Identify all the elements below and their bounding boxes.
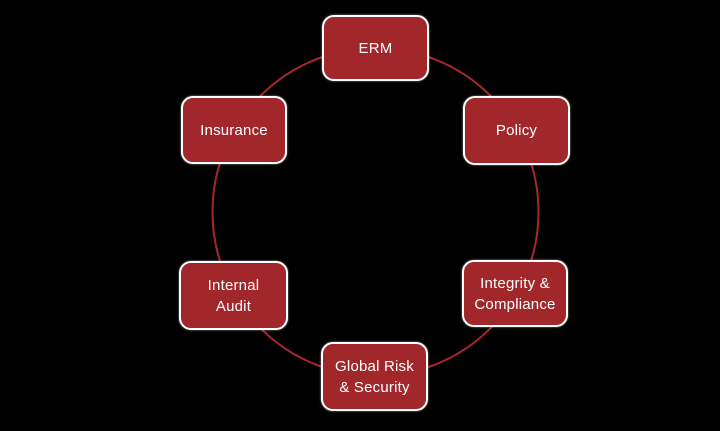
node-internal-audit: Internal Audit: [179, 261, 288, 330]
node-global-risk-security-label: Global Risk & Security: [335, 357, 414, 396]
node-insurance: Insurance: [181, 96, 287, 164]
node-internal-audit-label: Internal Audit: [207, 276, 260, 315]
node-insurance-label: Insurance: [200, 121, 268, 139]
node-global-risk-security: Global Risk & Security: [321, 342, 428, 411]
node-integrity-compliance-label: Integrity & Compliance: [474, 274, 556, 313]
node-integrity-compliance: Integrity & Compliance: [462, 260, 568, 327]
node-erm: ERM: [322, 15, 429, 81]
node-policy: Policy: [463, 96, 570, 165]
node-policy-label: Policy: [495, 122, 538, 139]
node-erm-label: ERM: [358, 39, 393, 57]
